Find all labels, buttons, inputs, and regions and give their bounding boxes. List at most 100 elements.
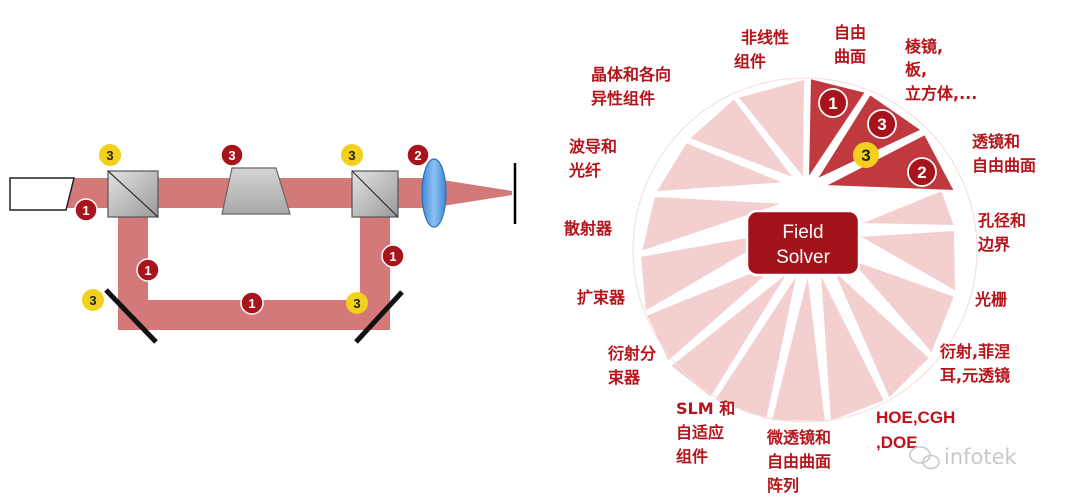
svg-text:infotek: infotek (944, 445, 1018, 469)
svg-text:散射器: 散射器 (564, 219, 613, 238)
beam-left-arm (118, 208, 148, 310)
segment-blank-right (857, 188, 957, 228)
watermark: infotek (909, 445, 1018, 470)
label-grating: 光栅 (974, 290, 1007, 309)
svg-text:异性组件: 异性组件 (591, 89, 655, 108)
svg-text:1: 1 (144, 263, 151, 278)
svg-text:自由: 自由 (834, 23, 866, 42)
svg-text:板,: 板, (905, 60, 927, 79)
badge-lens: 2 (406, 143, 430, 167)
badge-combine-top: 3 (341, 144, 363, 166)
segment-microlens-a (712, 271, 799, 422)
svg-text:自由曲面: 自由曲面 (972, 156, 1036, 175)
segment-hoe (819, 271, 887, 424)
svg-text:1: 1 (82, 203, 89, 218)
label-diffractive: 衍射,菲涅 耳,元透镜 (939, 342, 1010, 385)
badge-mirror-right: 3 (346, 292, 368, 314)
label-aperture: 孔径和 边界 (977, 211, 1026, 254)
svg-text:3: 3 (89, 293, 96, 308)
field-solver-wheel: 1 3 2 3 Field Solver (632, 76, 978, 424)
svg-text:2: 2 (917, 163, 926, 182)
svg-text:3: 3 (228, 148, 235, 163)
badge-laser-out: 1 (74, 198, 98, 222)
svg-text:1: 1 (248, 296, 255, 311)
label-scatterer: 散射器 (564, 219, 613, 238)
svg-text:1: 1 (828, 94, 837, 113)
svg-text:透镜和: 透镜和 (972, 132, 1020, 151)
svg-text:3: 3 (348, 148, 355, 163)
label-beam-splitter: 衍射分 束器 (607, 344, 656, 387)
badge-bottom-arm: 1 (240, 291, 264, 315)
svg-text:边界: 边界 (977, 235, 1010, 254)
laser-source (9, 177, 75, 211)
svg-text:1: 1 (389, 249, 396, 264)
svg-text:孔径和: 孔径和 (978, 211, 1026, 230)
mirror-left (104, 288, 158, 344)
badge-left-arm: 1 (136, 258, 160, 282)
svg-text:波导和: 波导和 (569, 137, 617, 156)
svg-text:晶体和各向: 晶体和各向 (591, 65, 671, 84)
svg-text:棱镜,: 棱镜, (905, 37, 943, 56)
svg-text:立方体,...: 立方体,... (905, 84, 977, 103)
optical-setup: 1 3 3 3 2 1 1 1 (9, 143, 517, 344)
svg-text:自适应: 自适应 (676, 423, 724, 442)
svg-text:3: 3 (877, 115, 886, 134)
segment-nonlinear (735, 77, 807, 182)
beam-focus (430, 178, 512, 208)
segment-slm (668, 269, 791, 400)
wheel-badge-lens: 2 (907, 157, 937, 187)
wheel-badge-inner: 3 (853, 142, 879, 168)
badge-split-top: 3 (99, 144, 121, 166)
svg-text:3: 3 (106, 148, 113, 163)
field-solver-center: Field Solver (745, 209, 861, 277)
label-crystal: 晶体和各向 异性组件 (591, 65, 671, 108)
svg-text:Field: Field (782, 222, 823, 243)
svg-text:阵列: 阵列 (767, 476, 799, 495)
svg-text:衍射分: 衍射分 (607, 344, 656, 363)
label-prism: 棱镜, 板, 立方体,... (905, 37, 977, 103)
svg-text:衍射,菲涅: 衍射,菲涅 (939, 342, 1010, 361)
label-lens-freeform: 透镜和 自由曲面 (972, 132, 1036, 175)
label-nonlinear: 非线性 组件 (734, 28, 789, 71)
svg-text:,DOE: ,DOE (876, 433, 918, 452)
wheel-badge-prism: 3 (867, 109, 897, 139)
svg-text:自由曲面: 自由曲面 (767, 452, 831, 471)
segment-diffractive (831, 267, 932, 401)
beam-splitter-right (351, 170, 399, 218)
beam-splitter-left (107, 170, 159, 218)
chat-bubble-icon (909, 446, 940, 470)
label-waveguide: 波导和 光纤 (568, 137, 617, 180)
svg-text:非线性: 非线性 (741, 28, 789, 47)
wheel-outline (632, 77, 978, 423)
segment-scatterer (639, 194, 787, 254)
svg-text:束器: 束器 (608, 368, 641, 387)
svg-text:光纤: 光纤 (568, 161, 601, 180)
svg-text:Solver: Solver (776, 247, 831, 268)
svg-text:扩束器: 扩束器 (577, 288, 626, 307)
label-slm: SLM 和 自适应 组件 (676, 399, 735, 466)
svg-text:3: 3 (353, 296, 360, 311)
svg-text:组件: 组件 (676, 447, 708, 466)
svg-text:组件: 组件 (734, 52, 766, 71)
segment-crystal (686, 96, 798, 182)
svg-text:SLM 和: SLM 和 (676, 399, 735, 418)
label-freeform: 自由 曲面 (834, 23, 866, 66)
svg-text:2: 2 (414, 148, 421, 163)
svg-text:曲面: 曲面 (834, 47, 866, 66)
badge-right-arm: 1 (381, 244, 405, 268)
lens (421, 158, 447, 228)
svg-text:微透镜和: 微透镜和 (766, 428, 831, 447)
badge-mirror-left: 3 (82, 289, 104, 311)
label-beam-expander: 扩束器 (577, 288, 626, 307)
label-microlens: 微透镜和 自由曲面 阵列 (766, 428, 831, 495)
mirror-right (354, 290, 404, 344)
wheel-badge-freeform: 1 (818, 88, 848, 118)
svg-text:3: 3 (861, 146, 870, 165)
segment-waveguide (653, 140, 787, 194)
prism (221, 167, 291, 215)
segment-grating (844, 255, 957, 356)
svg-text:HOE,CGH: HOE,CGH (876, 408, 955, 427)
segment-aperture (854, 228, 958, 294)
label-hoe: HOE,CGH ,DOE (876, 408, 955, 452)
